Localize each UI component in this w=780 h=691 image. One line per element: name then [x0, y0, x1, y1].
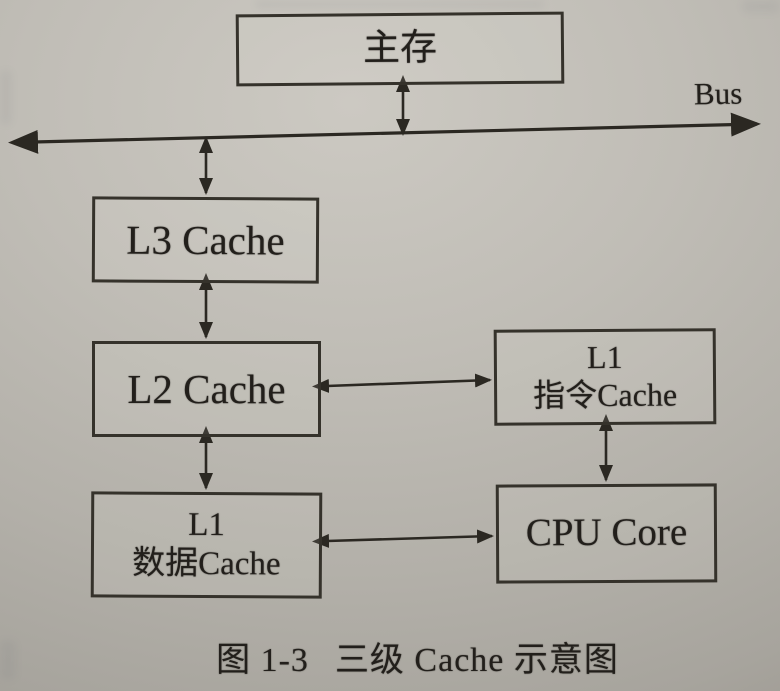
- figure-number: 图 1-3: [216, 642, 309, 679]
- l1-instruction-cache-box: L1 指令Cache: [493, 328, 717, 426]
- arrow-l1datacache-cpucore: [312, 529, 494, 548]
- l1-data-cache-label-line1: L1: [188, 506, 226, 544]
- bus-label: Bus: [693, 75, 743, 112]
- arrow-l2cache-l1instructioncache: [312, 373, 492, 393]
- l3-cache-box: L3 Cache: [91, 196, 320, 284]
- page-bleed-through: [742, 0, 780, 13]
- l1-instruction-cache-label-line1: L1: [586, 339, 623, 376]
- page-bleed-through: [0, 70, 12, 125]
- figure-title: 三级 Cache 示意图: [334, 642, 619, 679]
- cpu-core-label: CPU Core: [525, 511, 688, 555]
- l1-data-cache-label-line2: 数据Cache: [132, 545, 281, 583]
- l1-instruction-cache-label-line2: 指令Cache: [533, 376, 678, 414]
- cpu-core-box: CPU Core: [495, 483, 718, 584]
- l2-cache-label: L2 Cache: [127, 365, 286, 412]
- page-bleed-through: [255, 0, 545, 9]
- main-memory-label: 主存: [362, 27, 438, 70]
- l2-cache-box: L2 Cache: [92, 341, 321, 437]
- bus-line: [8, 112, 761, 154]
- figure-caption: 图 1-3 三级 Cache 示意图: [0, 632, 780, 681]
- l3-cache-label: L3 Cache: [126, 216, 285, 264]
- main-memory-box: 主存: [235, 11, 565, 87]
- l1-data-cache-box: L1 数据Cache: [90, 491, 323, 599]
